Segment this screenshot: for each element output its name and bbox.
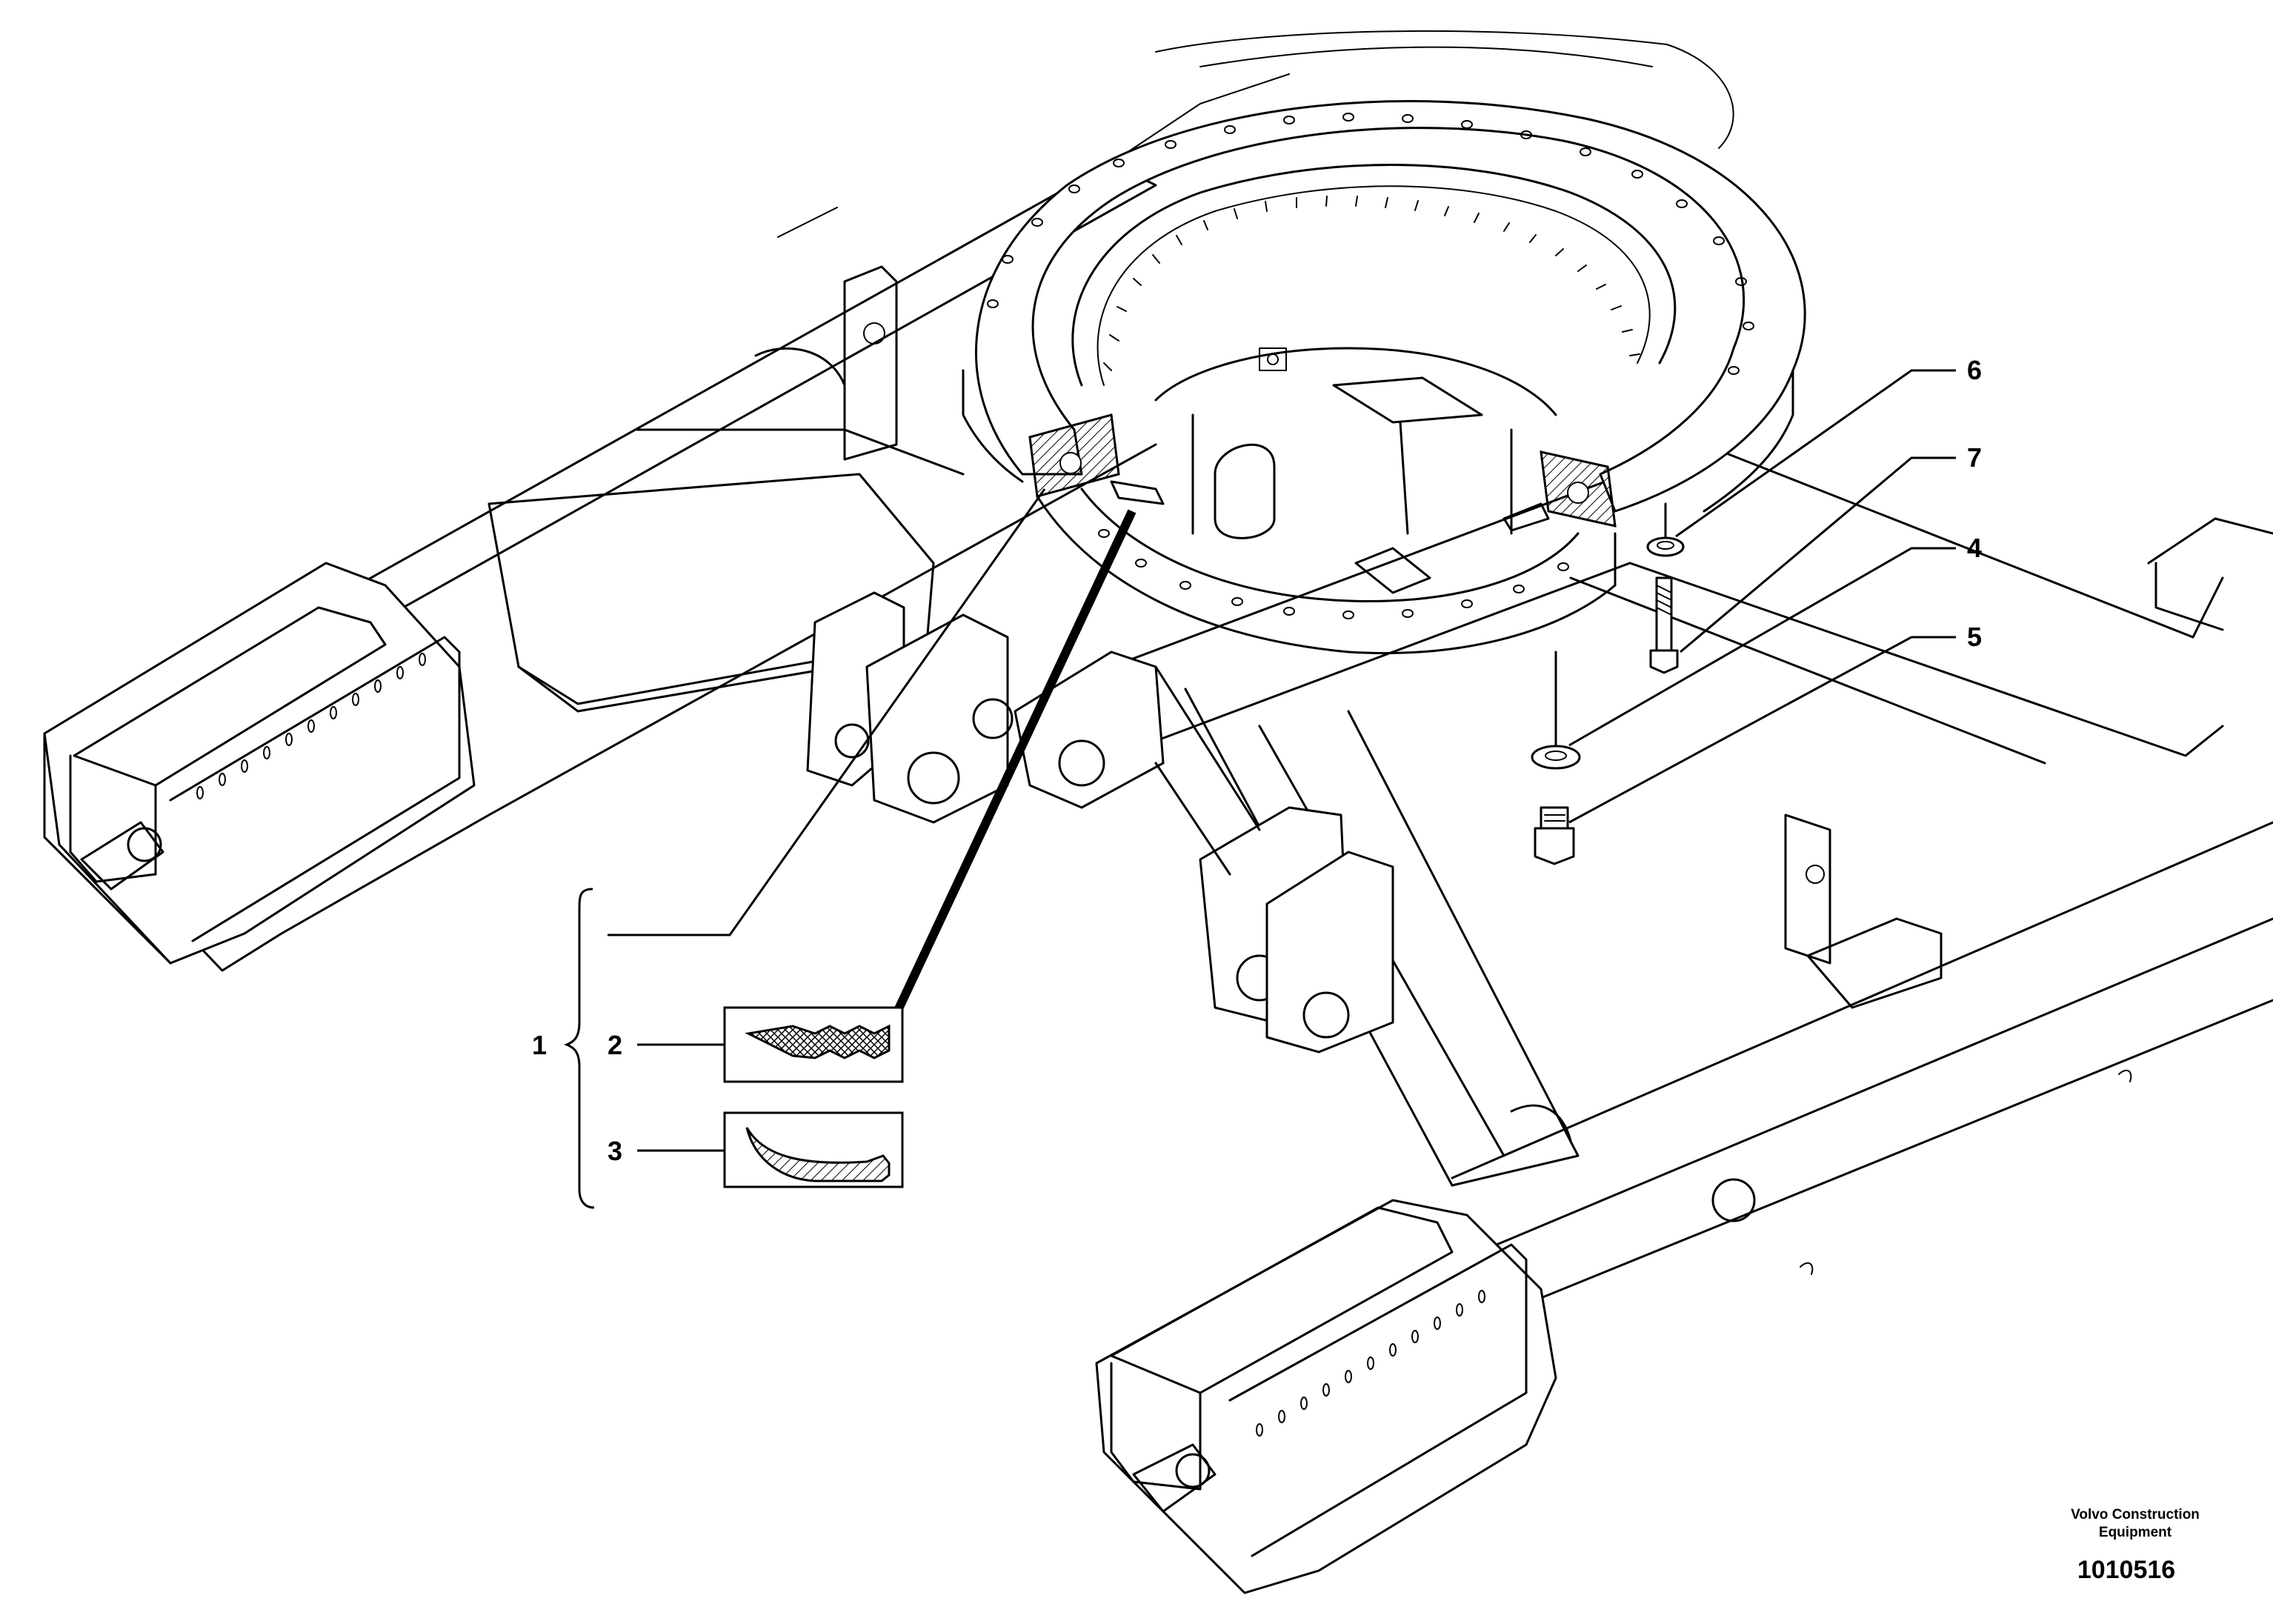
bolt-icon	[1649, 576, 1679, 674]
callout-4: 4	[1967, 533, 1982, 563]
frame-holes-front	[1256, 1290, 1485, 1437]
ring-bolt-holes	[987, 113, 1754, 619]
callout-2: 2	[608, 1030, 622, 1060]
seal-profile-icon	[637, 1006, 904, 1083]
callout-5: 5	[1967, 622, 1982, 652]
washer-icon	[1531, 650, 1581, 770]
bolt-icon	[1534, 806, 1575, 865]
leader-lines	[608, 369, 1956, 1016]
company-name-line2: Equipment	[2099, 1525, 2172, 1540]
seal-profile-icon	[637, 1111, 904, 1188]
undercarriage-frame	[43, 30, 2273, 1594]
washer-icon	[1646, 502, 1685, 557]
callout-6: 6	[1967, 355, 1982, 385]
swing-lug-assembly	[806, 591, 1394, 1054]
company-name: Volvo Construction	[2071, 1507, 2200, 1522]
slewing-ring-icon	[962, 100, 1806, 655]
callout-7: 7	[1967, 442, 1982, 473]
frame-holes-left	[196, 653, 426, 799]
document-number: 1010516	[2077, 1556, 2175, 1584]
callout-labels: 1 2 3 6 7 4 5	[532, 355, 1982, 1166]
callout-1: 1	[532, 1030, 547, 1060]
callout-3: 3	[608, 1136, 622, 1166]
document-footer: Volvo Construction Equipment 1010516	[2071, 1507, 2200, 1584]
group-brace	[563, 888, 595, 1209]
